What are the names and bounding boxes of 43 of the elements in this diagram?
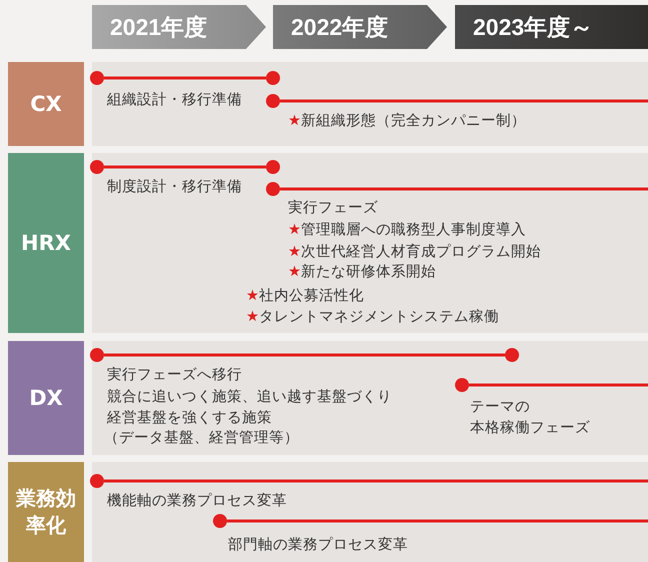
- timeline-bar: [280, 100, 648, 102]
- timeline-caption: 制度設計・移行準備: [107, 178, 242, 197]
- timeline-caption: ★新たな研修体系開始: [288, 262, 436, 282]
- timeline-caption: 本格稼働フェーズ: [470, 419, 590, 438]
- fiscal-year-header: 2021年度: [92, 5, 266, 49]
- timeline-caption: 経営基盤を強くする施策: [107, 409, 272, 428]
- timeline-caption: 機能軸の業務プロセス変革: [107, 492, 287, 511]
- milestone-dot: [266, 94, 280, 108]
- timeline-bar: [104, 354, 505, 356]
- timeline-bar: [104, 480, 648, 482]
- category-label: HRX: [8, 153, 84, 333]
- fiscal-year-header: 2022年度: [273, 5, 447, 49]
- milestone-dot: [266, 71, 280, 85]
- category-label: 業務効率化: [8, 462, 84, 562]
- timeline-caption: 実行フェーズ: [288, 198, 378, 218]
- timeline-caption: （データ基盤、経営管理等）: [104, 429, 299, 448]
- timeline-caption: ★新組織形態（完全カンパニー制）: [288, 112, 526, 131]
- milestone-dot: [505, 348, 519, 362]
- timeline-caption: テーマの: [470, 398, 530, 417]
- milestone-dot: [90, 348, 104, 362]
- timeline-bar: [469, 384, 648, 386]
- milestone-dot: [266, 182, 280, 196]
- milestone-dot: [90, 474, 104, 488]
- milestone-dot: [455, 378, 469, 392]
- timeline-bar: [104, 166, 266, 168]
- timeline-caption: ★社内公募活性化: [246, 287, 364, 306]
- timeline-bar: [280, 188, 648, 190]
- timeline-bar: [104, 76, 266, 80]
- timeline-caption: ★タレントマネジメントシステム稼働: [246, 308, 499, 327]
- timeline-caption: 実行フェーズへ移行: [107, 366, 242, 385]
- milestone-dot: [90, 160, 104, 174]
- timeline-caption: ★管理職層への職務型人事制度導入: [288, 220, 526, 240]
- timeline-caption: 競合に追いつく施策、追い越す基盤づくり: [107, 388, 392, 407]
- timeline-caption: ★次世代経営人材育成プログラム開始: [288, 242, 541, 262]
- timeline-caption: 組織設計・移行準備: [107, 90, 242, 110]
- timeline-bar: [227, 520, 648, 522]
- timeline-caption: 部門軸の業務プロセス変革: [228, 536, 408, 555]
- milestone-dot: [213, 514, 227, 528]
- fiscal-year-header: 2023年度～: [455, 5, 648, 49]
- category-label: CX: [8, 62, 84, 146]
- category-label: DX: [8, 341, 84, 455]
- milestone-dot: [266, 160, 280, 174]
- milestone-dot: [90, 71, 104, 85]
